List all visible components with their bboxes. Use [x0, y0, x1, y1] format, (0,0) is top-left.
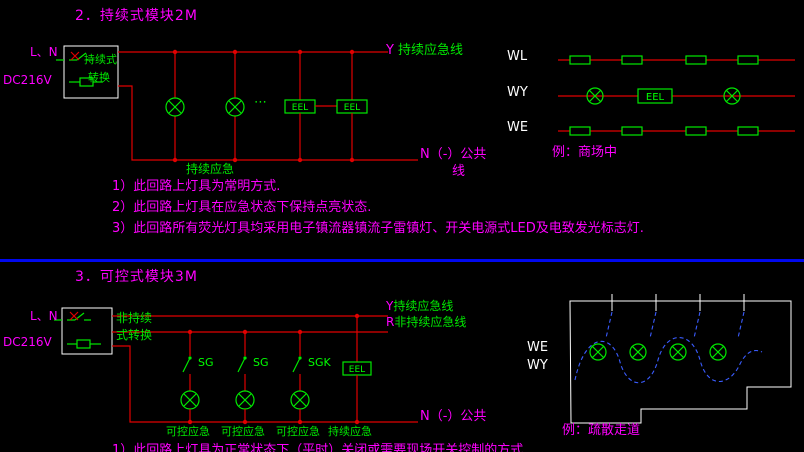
s2-note-1: 1）此回路上灯具为常明方式. [112, 179, 281, 194]
lamp-icon [629, 343, 647, 361]
corridor-caption: 例：疏散走道 [562, 423, 641, 438]
s3-converter-label-1: 非持续 [116, 311, 153, 325]
lamp-icon [180, 390, 200, 410]
section-divider [0, 259, 804, 262]
s3-y-line-label: Y持续应急线 [386, 299, 454, 314]
lamp-icon [709, 343, 727, 361]
s3-r-letter: R [386, 315, 395, 329]
s3-ln-input-label: L、N [30, 309, 58, 323]
switch-label: SG [253, 356, 269, 369]
lamp-icon [235, 390, 255, 410]
section2-title: 2．持续式模块2M [75, 8, 198, 24]
s2-n-line-label-1: N（-）公共 [420, 147, 487, 162]
s2-note-2: 2）此回路上灯具在应急状态下保持点亮状态. [112, 200, 372, 215]
mall-wl-line [558, 55, 795, 65]
corridor-plan-outline [569, 294, 792, 424]
corridor-lamps [589, 343, 727, 361]
s3-y-letter: Y [386, 299, 394, 313]
s2-dc-voltage-label: DC216V [3, 73, 52, 87]
s2-n-line-label-2: 线 [452, 164, 466, 179]
s2-converter-label-2: 转换 [88, 71, 110, 84]
s3-lamp-label-2: 可控应急 [221, 425, 265, 438]
mall-we-label: WE [507, 120, 529, 135]
s2-lamp-group-label: 持续应急 [186, 162, 235, 176]
s3-converter-box-icon [54, 307, 113, 355]
s2-converter-label-1: 持续式 [84, 53, 117, 66]
s2-note-3: 3）此回路所有荧光灯具均采用电子镇流器镇流子雷镇灯、开关电源式LED及电致发光标… [112, 221, 644, 236]
section3-title: 3．可控式模块3M [75, 269, 198, 285]
s2-branch-eel-1: EEL [284, 52, 337, 160]
s3-switch-branch-1: SG [180, 332, 214, 422]
s3-switch-branch-3: SGK [290, 332, 332, 422]
s3-bus-wires [112, 315, 418, 423]
lamp-icon [290, 390, 310, 410]
s3-lamp-label-1: 可控应急 [166, 425, 210, 438]
s2-branch-2 [225, 52, 245, 160]
s3-r-text: 非持续应急线 [394, 315, 467, 329]
s3-lamp-label-3: 可控应急 [276, 425, 320, 438]
lamp-icon [723, 87, 741, 105]
eel-box-label: EEL [349, 365, 365, 375]
s3-converter-label-2: 式转换 [116, 328, 153, 342]
lamp-icon [669, 343, 687, 361]
mall-wl-label: WL [507, 49, 528, 64]
eel-box-label: EEL [344, 103, 360, 113]
s3-dc-voltage-label: DC216V [3, 335, 52, 349]
s2-y-letter: Y [386, 43, 394, 58]
s2-y-text: 持续应急线 [397, 43, 463, 58]
s3-note-1: 1）此回路上灯具为正常状态下（平时）关闭或需要现场开关控制的方式. [112, 443, 528, 452]
lamp-icon [165, 97, 185, 117]
s2-ln-input-label: L、N [30, 45, 58, 59]
mall-we-line [558, 126, 795, 136]
s2-converter-box-icon [56, 45, 119, 99]
mall-caption: 例：商场中 [552, 145, 618, 160]
s2-junction-dots [172, 49, 355, 163]
s2-bus-wires [118, 51, 418, 161]
mall-wy-label: WY [507, 85, 528, 100]
corridor-we-label: WE [527, 340, 549, 355]
s2-branch-1 [165, 52, 185, 160]
eel-box-label: EEL [646, 92, 665, 103]
s2-branch-eel-2: EEL [336, 52, 368, 160]
s3-n-line-label: N（-）公共 [420, 409, 487, 424]
s3-eel-label: 持续应急 [328, 425, 372, 438]
mall-wy-line: EEL [558, 87, 795, 105]
lamp-icon [225, 97, 245, 117]
corridor-wy-label: WY [527, 358, 548, 373]
s2-ellipsis: ⋯ [254, 95, 267, 110]
eel-box-label: EEL [292, 103, 308, 113]
switch-label: SGK [308, 356, 332, 369]
switch-label: SG [198, 356, 214, 369]
corridor-wiring [574, 311, 763, 384]
s3-y-text: 持续应急线 [393, 299, 454, 313]
s3-junction-dots [187, 313, 360, 425]
lamp-icon [589, 343, 607, 361]
s3-r-line-label: R非持续应急线 [386, 315, 467, 330]
s3-switch-branch-2: SG [235, 332, 269, 422]
s3-eel-branch: EEL [342, 316, 372, 422]
lamp-icon [586, 87, 604, 105]
